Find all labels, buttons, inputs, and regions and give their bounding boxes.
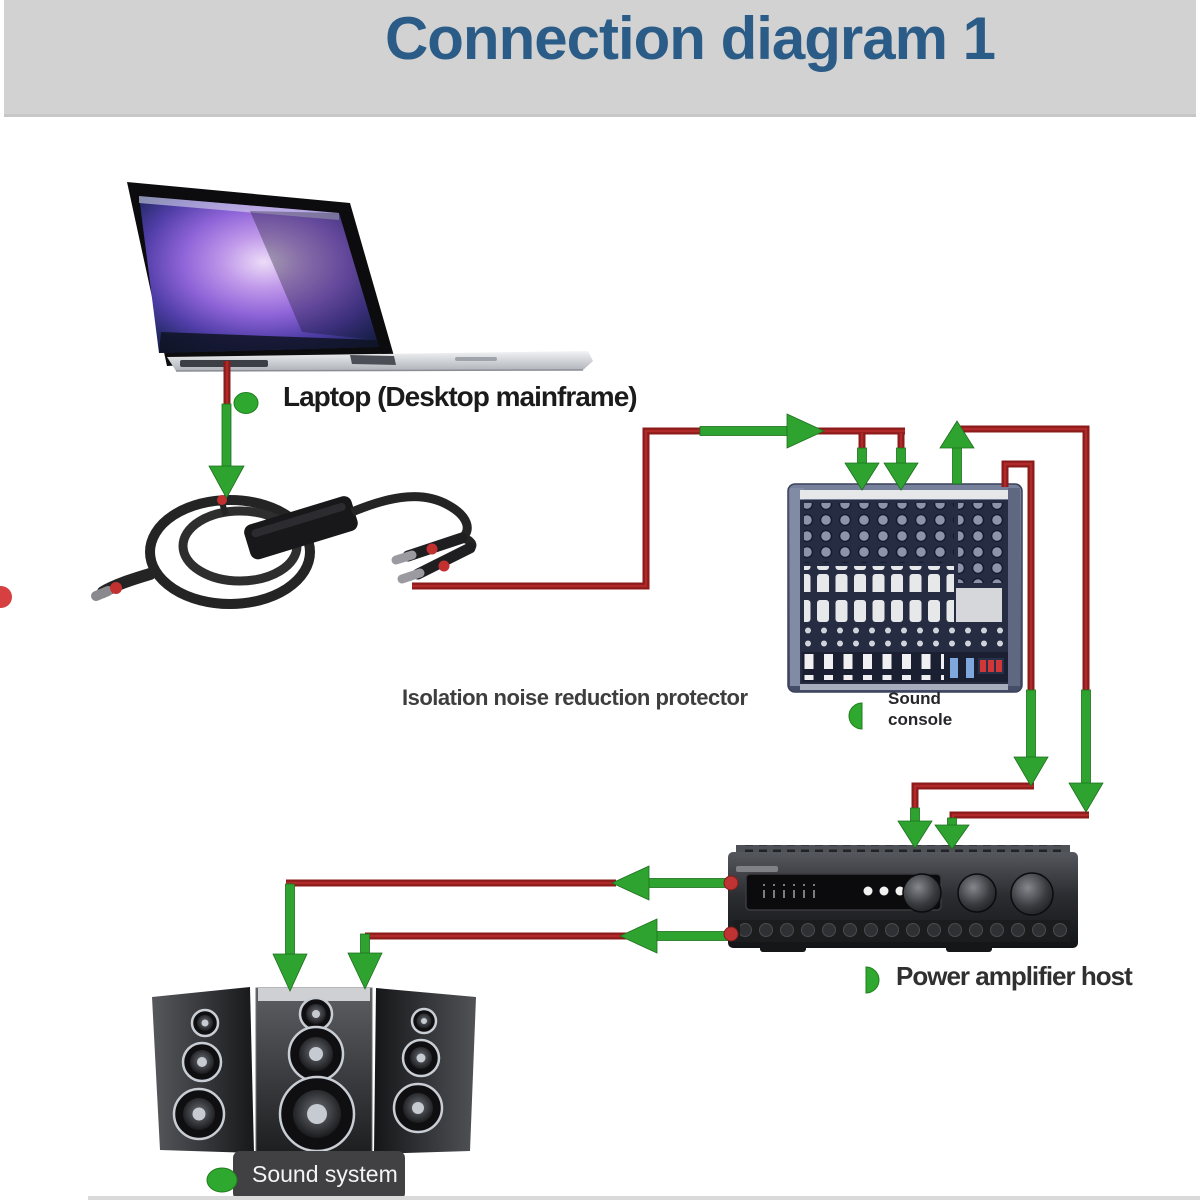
page-title: Connection diagram 1: [384, 5, 996, 72]
arrow-amplifier-left-1: [611, 865, 732, 901]
sound-system-illustration: [152, 987, 476, 1200]
arrow-into-amplifier-1: [897, 807, 933, 849]
arrow-into-speakers-1: [272, 883, 308, 992]
laptop-label: Laptop (Desktop mainframe): [283, 381, 638, 412]
sound-system-label-plate: [233, 1151, 405, 1200]
power-amplifier-illustration: [728, 845, 1078, 952]
arrow-into-speakers-2: [347, 933, 383, 990]
sound-console-label: Sound console: [888, 689, 953, 729]
console-bullet-icon: [848, 702, 863, 730]
connection-wires-red: [223, 361, 1090, 940]
arrow-console-up: [939, 420, 975, 485]
header-band: [4, 0, 1196, 117]
red-edge-dot: [0, 586, 12, 608]
arrow-protector-to-console-right: [699, 413, 825, 449]
connection-arrows-green: [208, 403, 1104, 992]
power-amplifier-label: Power amplifier host: [896, 961, 1133, 991]
arrow-laptop-to-protector: [208, 403, 245, 499]
bottom-edge-strip: [88, 1196, 1200, 1200]
isolation-protector-illustration: [91, 492, 477, 609]
arrow-console-out-down-1: [1013, 689, 1049, 787]
speakers-bullet-icon: [206, 1167, 238, 1193]
amplifier-bullet-icon: [865, 966, 880, 994]
sound-console-illustration: [787, 483, 1023, 693]
arrow-into-console-2: [883, 447, 919, 491]
laptop-illustration: [127, 182, 593, 372]
amplifier-connector-dot-1: [723, 875, 739, 891]
sound-system-label: Sound system: [252, 1161, 398, 1187]
arrow-amplifier-left-2: [619, 918, 732, 954]
arrow-console-out-down-2: [1068, 689, 1104, 813]
arrow-into-amplifier-2: [934, 817, 970, 850]
laptop-bullet-icon: [233, 392, 259, 414]
amplifier-connector-dot-2: [723, 926, 739, 942]
arrow-into-console-1: [844, 447, 880, 491]
isolation-protector-label: Isolation noise reduction protector: [402, 685, 748, 710]
